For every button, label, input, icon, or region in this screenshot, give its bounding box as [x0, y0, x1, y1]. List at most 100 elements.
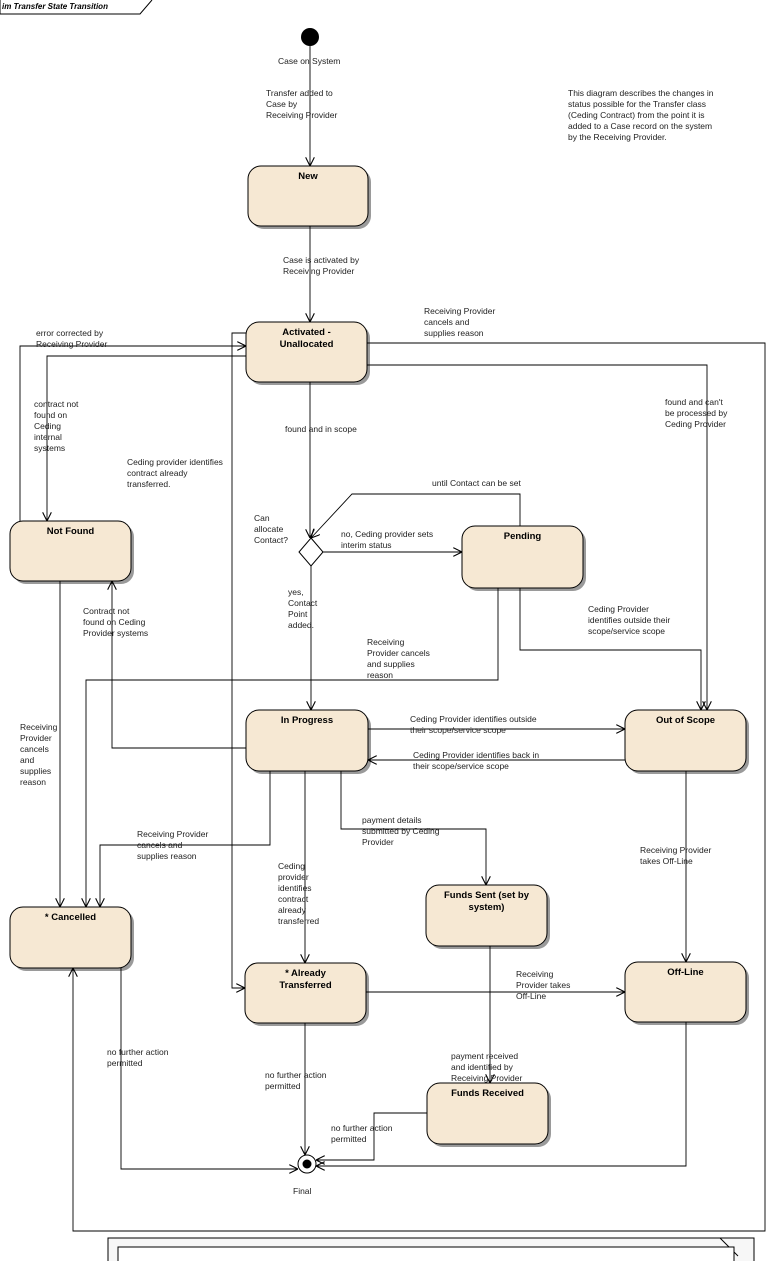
edge-notfound-activated: [19, 346, 246, 521]
state-box: [425, 884, 548, 947]
label-t6: found and in scope: [285, 424, 357, 434]
label-line: scope/service scope: [588, 626, 665, 636]
state-title: New: [298, 171, 318, 182]
label-line: (Ceding Contract) from the point it is: [568, 110, 705, 120]
label-line: Provider cancels: [367, 648, 430, 658]
edge-pending-cancelled: [86, 588, 499, 907]
label-line: and: [20, 755, 34, 765]
state-title: Pending: [504, 531, 542, 542]
state-title-line: In Progress: [281, 715, 333, 726]
label-line: Case is activated by: [283, 255, 360, 265]
frame-title: im Transfer State Transition: [2, 2, 108, 11]
transitions: [19, 46, 766, 1232]
label-line: found on Ceding: [83, 617, 146, 627]
state-title-line: Transferred: [279, 980, 331, 991]
label-line: cancels: [20, 744, 49, 754]
label-line: until Contact can be set: [432, 478, 521, 488]
state-title: Activated -Unallocated: [280, 327, 334, 350]
label-line: Transfer added to: [266, 88, 333, 98]
label-line: no further action: [107, 1047, 169, 1057]
label-line: status possible for the Transfer class: [568, 99, 706, 109]
state-title: Out of Scope: [656, 715, 715, 726]
label-line: permitted: [265, 1081, 301, 1091]
label-line: found and in scope: [285, 424, 357, 434]
edge-pending-outofscope: [519, 588, 701, 710]
state-title: Not Found: [47, 526, 95, 537]
label-line: systems: [34, 443, 65, 453]
label-line: Ceding: [34, 421, 61, 431]
edge-inprogress-notfound: [112, 581, 246, 749]
label-line: added to a Case record on the system: [568, 121, 712, 131]
label-line: no, Ceding provider sets: [341, 529, 433, 539]
label-line: their scope/service scope: [410, 725, 506, 735]
initial-label: Case on System: [278, 56, 340, 66]
state-title: Off-Line: [667, 967, 703, 978]
label-line: This diagram describes the changes in: [568, 88, 714, 98]
state-box: [9, 520, 132, 582]
label-line: Receiving Provider: [266, 110, 338, 120]
state-title-line: Out of Scope: [656, 715, 715, 726]
decision-diamond: [298, 537, 324, 567]
label-line: Receiving Provider: [424, 306, 496, 316]
label-line: Receiving Provider: [137, 829, 209, 839]
state-title-line: New: [298, 171, 318, 182]
state-title-line: Off-Line: [667, 967, 703, 978]
label-line: no further action: [265, 1070, 327, 1080]
label-line: reason: [367, 670, 393, 680]
frame-tab: im Transfer State Transition: [0, 0, 153, 15]
label-line: transferred.: [127, 479, 170, 489]
state-title-line: Funds Sent (set by: [444, 890, 530, 901]
state-title: In Progress: [281, 715, 333, 726]
label-line: Receiving Provider: [451, 1073, 523, 1083]
edge-inprogress-cancelled: [100, 771, 271, 907]
label-line: permitted: [331, 1134, 367, 1144]
state-title: * Cancelled: [45, 912, 96, 923]
state-box: [244, 962, 367, 1024]
label-line: payment received: [451, 1051, 518, 1061]
state-title-line: Not Found: [47, 526, 95, 537]
label-line: supplies reason: [137, 851, 197, 861]
label-line: and supplies: [367, 659, 415, 669]
state-off-line: Off-Line: [624, 961, 749, 1025]
label-line: Ceding Provider: [665, 419, 726, 429]
label-line: interim status: [341, 540, 392, 550]
state-pending: Pending: [461, 525, 586, 591]
state-box: [461, 525, 584, 589]
edge-fundsreceived-final: [316, 1112, 427, 1160]
label-line: Provider systems: [83, 628, 148, 638]
state-cancelled: * Cancelled: [9, 906, 134, 971]
state-new: New: [247, 165, 371, 229]
state-box: [247, 165, 369, 227]
edge-pending-decision: [311, 493, 521, 538]
label-line: Ceding Provider identifies outside: [410, 714, 537, 724]
label-line: Can: [254, 513, 270, 523]
label-line: their scope/service scope: [413, 761, 509, 771]
label-line: allocate: [254, 524, 284, 534]
label-line: Contact: [288, 598, 318, 608]
final-label: Final: [293, 1186, 312, 1196]
label-line: yes,: [288, 587, 304, 597]
label-line: Receiving: [516, 969, 554, 979]
label-line: Ceding: [278, 861, 305, 871]
label-line: Point: [288, 609, 308, 619]
bottom-note: [107, 1237, 755, 1261]
state-title-line: Pending: [504, 531, 542, 542]
label-line: error corrected by: [36, 328, 104, 338]
